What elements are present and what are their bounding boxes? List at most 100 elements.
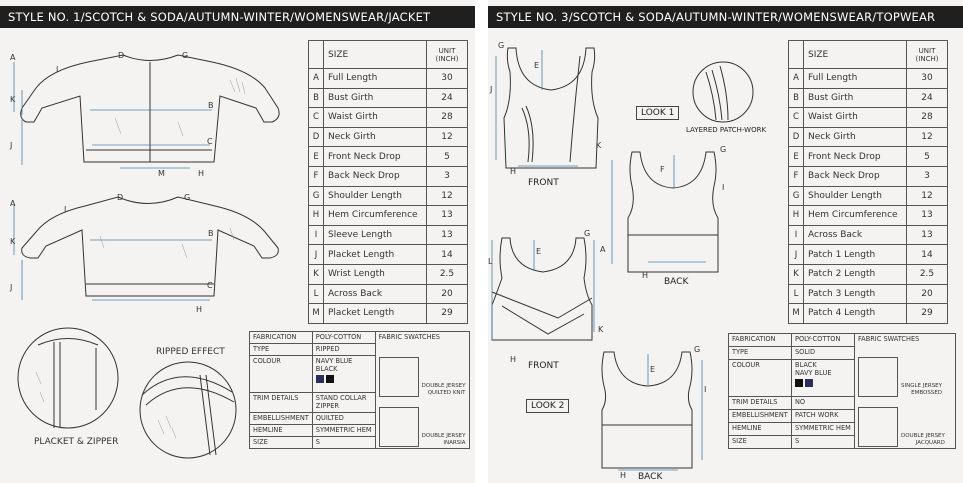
dim-label-g1: G	[498, 41, 504, 50]
row-letter: G	[788, 185, 804, 207]
dim-label-e3: E	[536, 247, 541, 256]
dim-label-f2: F	[660, 165, 665, 174]
row-letter: H	[308, 205, 324, 226]
row-letter: A	[308, 68, 324, 89]
type-label: TYPE	[249, 342, 313, 356]
row-value: 5	[426, 146, 468, 167]
size-table-header: SIZE UNIT(INCH)	[788, 40, 948, 69]
row-measurement: Patch 2 Length	[803, 263, 907, 285]
black-swatch-chip	[325, 374, 334, 383]
dim-label-a3: A	[600, 245, 606, 254]
hemline-value: SYMMETRIC HEM	[311, 424, 376, 438]
row-value: 29	[906, 303, 948, 324]
swatch-1	[378, 357, 419, 397]
swatch-2-label: DOUBLE JERSEY	[421, 433, 466, 439]
row-letter: K	[308, 263, 324, 285]
embellishment-value: QUILTED	[311, 412, 376, 426]
unit-header: UNIT(INCH)	[906, 40, 948, 69]
row-value: 13	[426, 205, 468, 226]
row-measurement: Back Neck Drop	[803, 165, 907, 187]
row-measurement: Patch 3 Length	[803, 283, 907, 305]
topwear-flat-sketches: G J E K H G F I H G E L A K H G E I H	[488, 41, 754, 480]
caption-front-2: FRONT	[528, 361, 559, 371]
dim-label-j1: J	[9, 141, 12, 150]
dim-label-j1: J	[489, 85, 492, 94]
row-letter: C	[788, 107, 804, 128]
hemline-value: SYMMETRIC HEM	[790, 422, 856, 436]
spec-sheet-topwear: STYLE NO. 3/SCOTCH & SODA/AUTUMN-WINTER/…	[488, 0, 963, 483]
dim-label-g4: G	[694, 345, 700, 354]
swatch-1	[858, 357, 898, 397]
row-value: 12	[426, 185, 468, 207]
dim-label-h1: H	[510, 167, 516, 176]
dim-label-m1: M	[158, 169, 165, 178]
row-value: 28	[426, 107, 468, 128]
dim-label-b2: B	[208, 229, 214, 238]
row-value: 20	[426, 283, 468, 305]
row-measurement: Patch 1 Length	[803, 244, 907, 265]
dim-label-g2: G	[184, 193, 190, 202]
trim-label: TRIM DETAILS	[249, 391, 313, 414]
row-letter: I	[308, 224, 324, 246]
trim-label: TRIM DETAILS	[728, 396, 792, 410]
dim-label-h1: H	[198, 169, 204, 178]
row-letter: M	[788, 303, 804, 324]
row-value: 30	[426, 68, 468, 89]
dim-label-l3: L	[488, 257, 493, 266]
swatch-1-label: DOUBLE JERSEY	[421, 383, 466, 389]
type-value: RIPPED	[311, 342, 376, 356]
row-letter: I	[788, 224, 804, 246]
navy-swatch-chip	[804, 379, 813, 387]
dim-label-i4: I	[704, 385, 706, 394]
row-value: 13	[906, 224, 948, 246]
row-letter: J	[308, 244, 324, 265]
row-letter: C	[308, 107, 324, 128]
row-letter: E	[788, 146, 804, 167]
row-value: 3	[906, 165, 948, 187]
dim-label-g3: G	[584, 229, 590, 238]
dim-label-g2: G	[720, 145, 726, 154]
row-measurement: Neck Girth	[323, 126, 427, 148]
embellishment-value: PATCH WORK	[790, 409, 856, 423]
row-measurement: Hem Circumference	[323, 205, 427, 226]
callout-placket-zipper: PLACKET & ZIPPER	[34, 437, 119, 447]
dim-label-i1: I	[56, 65, 58, 74]
dim-label-j2: J	[9, 283, 12, 292]
row-value: 14	[426, 244, 468, 265]
row-measurement: Across Back	[803, 224, 907, 246]
row-value: 12	[906, 185, 948, 207]
row-letter: H	[788, 205, 804, 226]
row-letter: L	[308, 283, 324, 305]
size-header: SIZE	[803, 40, 907, 69]
dim-label-h2: H	[642, 271, 648, 280]
caption-back-2: BACK	[638, 472, 663, 482]
row-letter: K	[788, 263, 804, 285]
dim-label-k1: K	[596, 141, 602, 150]
dim-label-h4: H	[620, 471, 626, 480]
row-value: 5	[906, 146, 948, 167]
embellishment-label: EMBELLISHMENT	[728, 409, 792, 423]
row-measurement: Placket Length	[323, 303, 427, 324]
dim-label-k2: K	[10, 237, 16, 246]
swatch-2-label: DOUBLE JERSEY	[901, 433, 945, 439]
